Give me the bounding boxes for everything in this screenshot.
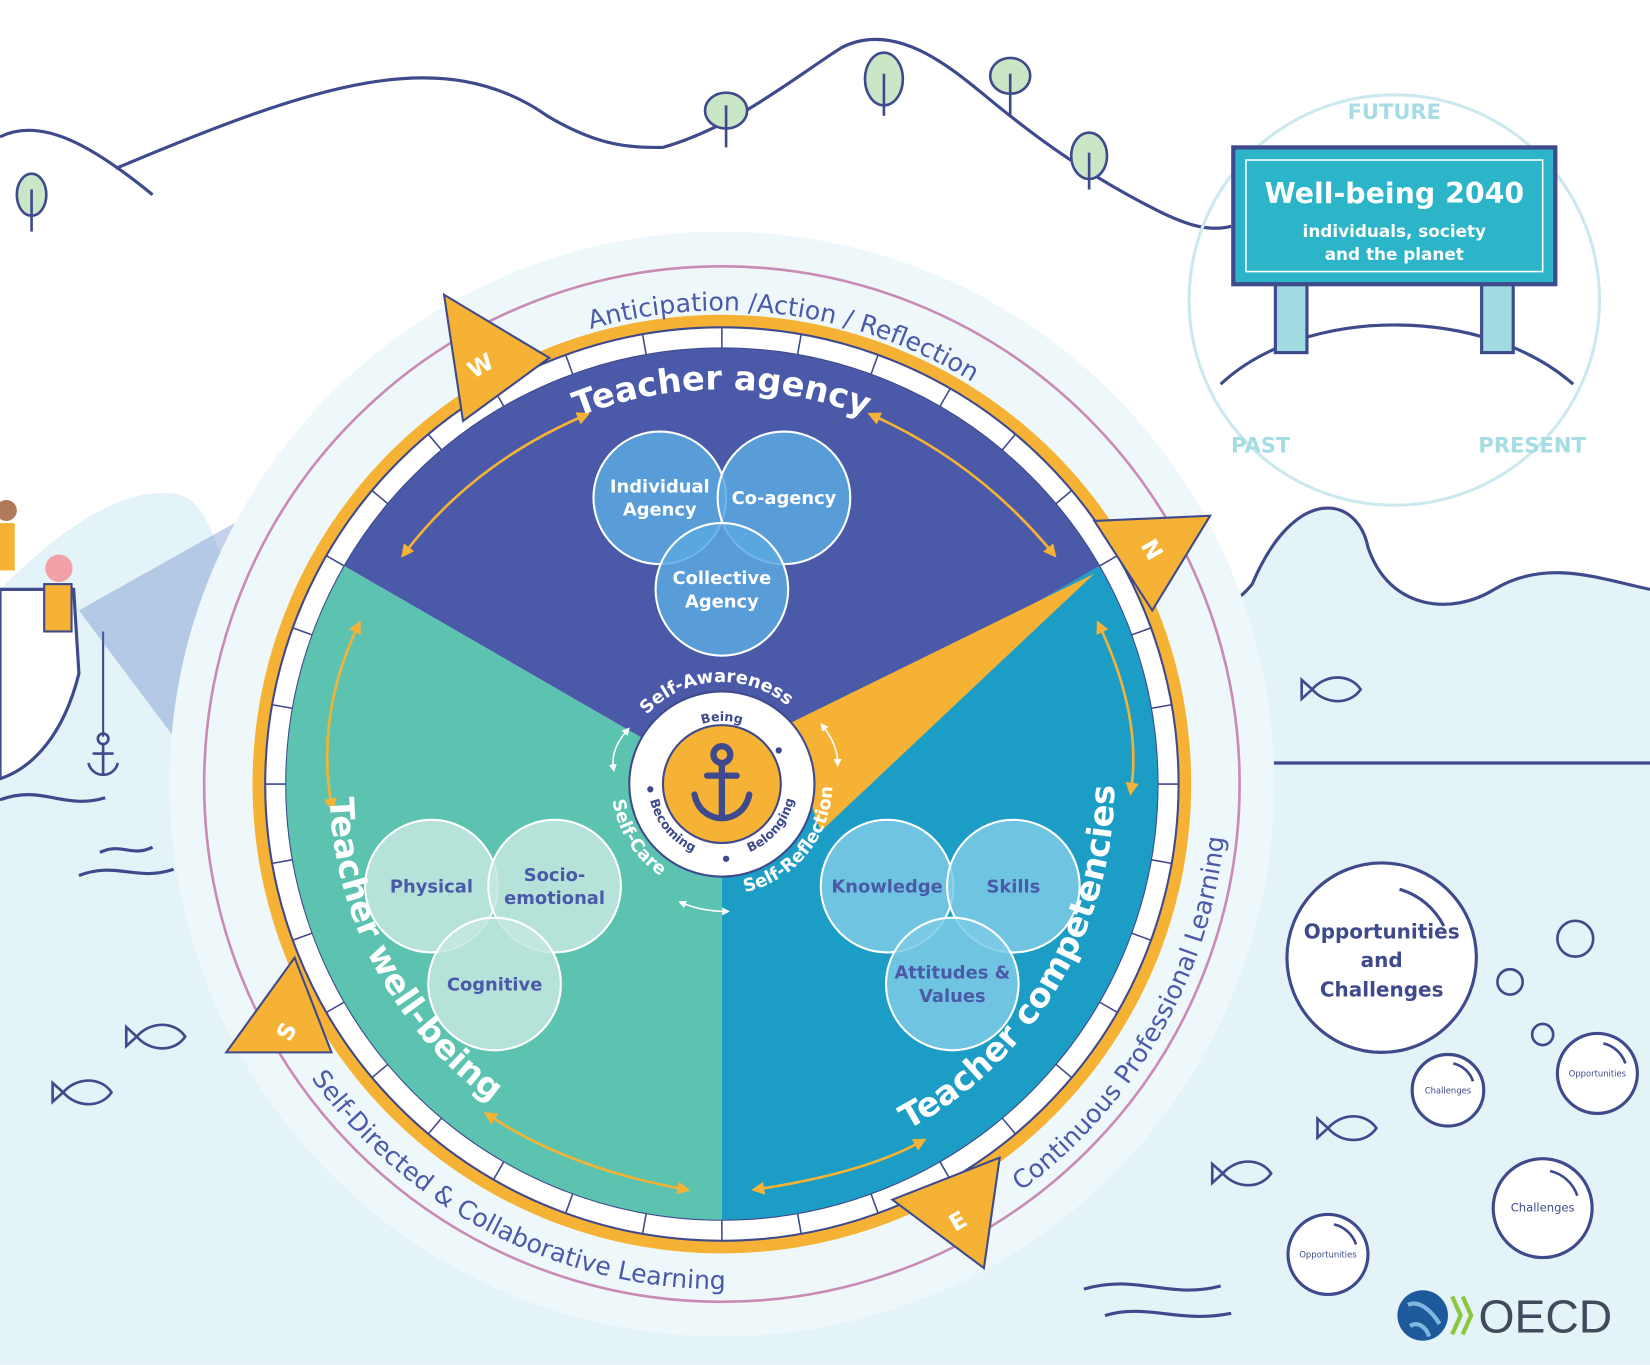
- venn-label: Collective: [672, 568, 771, 589]
- fish-icon: [1316, 1115, 1378, 1142]
- compass-marker-w: [442, 292, 552, 423]
- bubble-text: Opportunities: [1304, 920, 1460, 944]
- compass: [169, 231, 1275, 1337]
- venn-circle-wellbeing: [427, 916, 562, 1052]
- ring-tick: [1055, 1063, 1073, 1079]
- bubble-highlight: [1549, 1169, 1579, 1197]
- bubble: [1555, 1031, 1639, 1115]
- venn-label: Agency: [623, 500, 697, 521]
- ring-tick: [1001, 1117, 1017, 1135]
- bubble-text: Opportunities: [1299, 1250, 1356, 1260]
- compass-marker-s: [224, 955, 334, 1054]
- fish-icon: [124, 1023, 187, 1050]
- wave-lines: [78, 845, 1232, 1318]
- anchor-icon: [87, 732, 120, 777]
- arrow: [483, 1111, 691, 1195]
- arrow: [323, 620, 361, 812]
- venn-circle-wellbeing: [487, 818, 622, 954]
- ring-tick: [939, 388, 951, 408]
- signpost-subtitle: and the planet: [1325, 244, 1464, 264]
- venn-label: Values: [919, 986, 986, 1007]
- ring-tick: [1055, 489, 1073, 505]
- ring-tick: [371, 489, 389, 505]
- arrow: [678, 900, 731, 916]
- oecd-logo: OECD: [1397, 1290, 1612, 1342]
- fish-icon: [51, 1079, 114, 1106]
- outer-ring: [202, 265, 1241, 1304]
- bubble: [1410, 1052, 1486, 1128]
- venn-circle-competencies: [946, 818, 1081, 954]
- ring-tick: [427, 1117, 443, 1135]
- ring-tick: [1150, 703, 1172, 710]
- tree-icon: [15, 51, 1109, 232]
- ring-tick: [271, 858, 293, 865]
- oecd-logo-text: OECD: [1478, 1290, 1612, 1342]
- bubble-highlight: [1603, 1042, 1627, 1064]
- hills: [0, 37, 1232, 230]
- arrow: [867, 412, 1057, 558]
- arrow: [1096, 620, 1139, 796]
- bubble-text: Challenges: [1425, 1085, 1471, 1095]
- ring-tick: [796, 1212, 802, 1234]
- bubble-opportunities-and-challenges: Opportunities and Challenges: [1285, 861, 1478, 1054]
- venn-label: Agency: [685, 591, 759, 612]
- signpost-title: Well-being 2040: [1264, 177, 1524, 210]
- venn-label: Individual: [610, 477, 710, 498]
- ring-tick: [1130, 932, 1152, 941]
- ring-tick: [371, 1063, 389, 1079]
- compass-needle: [783, 573, 1095, 832]
- label-future: FUTURE: [1348, 99, 1441, 124]
- arrow: [820, 723, 842, 767]
- bubble-highlight: [1333, 1223, 1358, 1245]
- ring-tick: [870, 354, 879, 375]
- ring-tick: [292, 627, 313, 636]
- ring-tick: [641, 1212, 648, 1234]
- bubble-text: Challenges: [1320, 978, 1444, 1002]
- ring-tick: [796, 334, 802, 356]
- ring-tick: [292, 932, 313, 941]
- signpost: Well-being 2040 individuals, society and…: [1187, 93, 1602, 507]
- compass-marker-n: [1092, 514, 1213, 613]
- signpost-subtitle: individuals, society: [1303, 221, 1486, 241]
- globe-icon: [1397, 1290, 1448, 1341]
- ring-tick: [564, 354, 574, 375]
- arrow: [401, 412, 591, 558]
- ring-tick: [325, 555, 345, 567]
- arrow: [608, 727, 630, 773]
- anchor-icon: [691, 743, 753, 822]
- ring-tick: [1150, 858, 1172, 865]
- arrow: [751, 1138, 927, 1195]
- fish-icon: [1300, 676, 1363, 703]
- fish-icon: [1210, 1160, 1273, 1187]
- venn-label: Socio-: [524, 865, 586, 886]
- bubble-text: Challenges: [1511, 1200, 1575, 1214]
- ring-tick: [870, 1193, 879, 1214]
- ring-tick: [1098, 555, 1118, 567]
- venn-label: Physical: [390, 876, 473, 897]
- venn-circle-agency: [654, 522, 790, 657]
- bubble-text: and: [1361, 948, 1403, 972]
- venn-label: Cognitive: [447, 974, 543, 995]
- bubble: [1491, 1157, 1594, 1260]
- venn-label: Knowledge: [831, 876, 942, 897]
- ring-tick: [1098, 1001, 1118, 1014]
- label-present: PRESENT: [1478, 433, 1586, 458]
- ring-tick: [641, 334, 648, 356]
- venn-label: Co-agency: [732, 488, 837, 509]
- ring-tick: [564, 1193, 574, 1214]
- bubbles: Opportunities and Challenges ChallengesO…: [1285, 861, 1639, 1296]
- ring-tick: [271, 703, 293, 710]
- bubble-text: Opportunities: [1569, 1069, 1626, 1079]
- bubble: [1286, 1212, 1370, 1296]
- label-past: PAST: [1231, 433, 1291, 458]
- venn-label: Attitudes &: [894, 963, 1010, 984]
- venn-circle-competencies: [884, 916, 1020, 1052]
- ring-tick: [325, 1001, 345, 1014]
- ring-tick: [939, 1160, 951, 1180]
- venn-label: Skills: [986, 876, 1040, 897]
- venn-label: emotional: [504, 888, 605, 909]
- bubble-highlight: [1452, 1062, 1475, 1082]
- compass-marker-e: [890, 1155, 1001, 1271]
